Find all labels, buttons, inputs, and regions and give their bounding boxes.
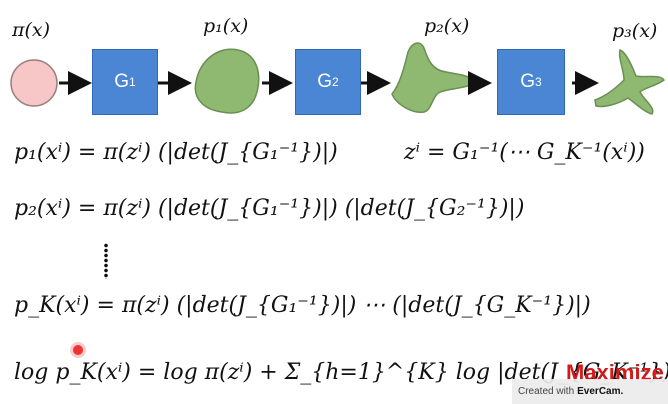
p2-shape — [392, 43, 475, 112]
vertical-ellipsis — [103, 243, 109, 279]
equation-z: zⁱ = G₁⁻¹(⋯ G_K⁻¹(xⁱ)) — [404, 140, 645, 165]
generator-label-2: G — [317, 71, 332, 93]
equation-p1: p₁(xⁱ) = π(zⁱ) (|det(J_{G₁⁻¹})|) — [14, 140, 338, 165]
cursor-marker — [73, 345, 83, 355]
p1-label: p₁(x) — [203, 15, 248, 37]
generator-subscript-3: 3 — [535, 75, 542, 89]
generator-subscript-1: 1 — [129, 75, 136, 89]
generator-label-1: G — [114, 71, 129, 93]
generator-subscript-2: 2 — [332, 75, 339, 89]
evercam-watermark: Created with EverCam. — [512, 379, 668, 404]
equation-pK: p_K(xⁱ) = π(zⁱ) (|det(J_{G₁⁻¹})|) ⋯ (|de… — [14, 293, 591, 318]
watermark-brand: EverCam. — [577, 386, 623, 397]
equation-p2: p₂(xⁱ) = π(zⁱ) (|det(J_{G₁⁻¹})|) (|det(J… — [14, 196, 524, 221]
p3-label: p₃(x) — [612, 20, 657, 42]
p1-shape — [195, 49, 258, 113]
generator-label-3: G — [520, 71, 535, 93]
prior-distribution-circle — [11, 60, 57, 106]
prior-label: π(x) — [12, 19, 50, 41]
watermark-prefix: Created with — [518, 386, 574, 397]
p2-label: p₂(x) — [424, 15, 469, 37]
p3-shape — [595, 50, 664, 114]
